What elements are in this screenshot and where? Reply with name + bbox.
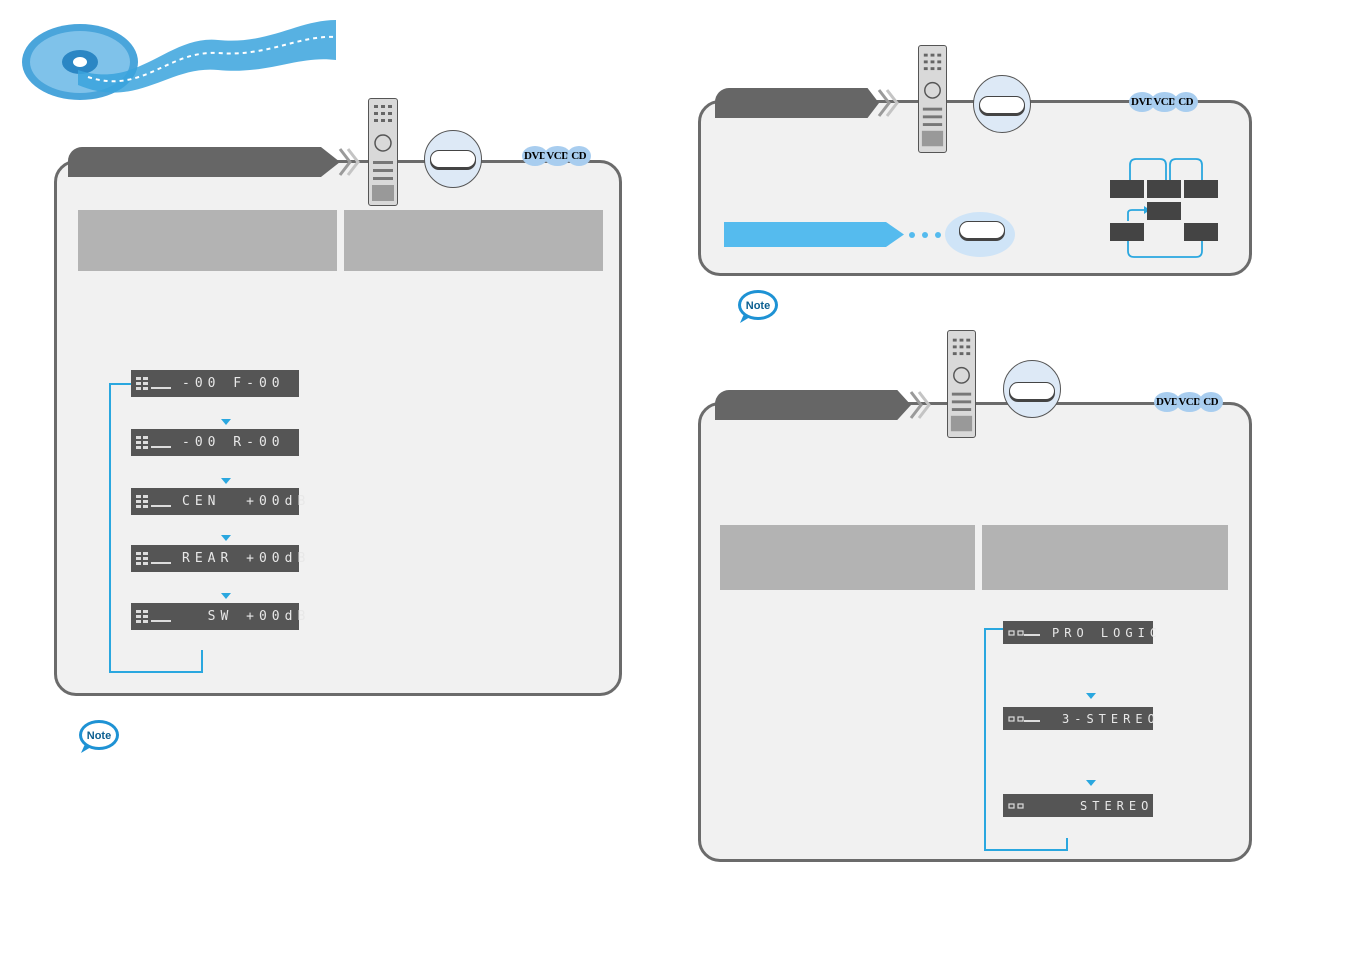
remote-control-icon — [947, 330, 976, 438]
loop-line — [109, 671, 203, 673]
loop-line — [1066, 838, 1068, 851]
lcd-text: REAR +00dB — [182, 551, 311, 566]
speaker-level-icon — [136, 494, 171, 508]
disc-type-badges: DVD VCD CD — [1129, 92, 1198, 112]
loop-line — [984, 628, 1003, 630]
badge-vcd: VCD — [1176, 392, 1203, 412]
note-icon: Note — [738, 290, 778, 323]
note-icon: Note — [79, 720, 119, 753]
lcd-display-rear: -00 R-00 — [131, 429, 299, 456]
arrow-down-icon — [1086, 780, 1096, 786]
mode-indicator-icon — [1008, 629, 1040, 636]
arrow-down-icon — [221, 478, 231, 484]
dotted-connector — [909, 232, 941, 238]
arrow-down-icon — [221, 593, 231, 599]
note-label: Note — [87, 730, 111, 742]
chevron-icon — [338, 148, 360, 176]
remote-button-icon — [430, 150, 476, 168]
chevron-icon — [909, 391, 931, 419]
remote-button-icon — [979, 96, 1025, 114]
info-box-left — [78, 210, 337, 271]
lcd-display-rear-level: REAR +00dB — [131, 545, 305, 572]
left-panel-tab — [68, 147, 340, 177]
speaker-front-left — [1110, 180, 1144, 198]
lcd-display-subwoofer: SW +00dB — [131, 603, 305, 630]
lcd-text: CEN +00dB — [182, 494, 311, 509]
chevron-icon — [877, 89, 899, 117]
lcd-display-3-stereo: 3-STEREO — [1003, 707, 1155, 730]
disc-type-badges: DVD VCD CD — [522, 146, 591, 166]
speaker-level-icon — [136, 609, 171, 623]
arrow-down-icon — [1086, 693, 1096, 699]
speaker-front-right — [1184, 180, 1218, 198]
remote-control-icon — [918, 45, 947, 153]
lcd-text: STEREO — [1080, 798, 1154, 813]
arrow-down-icon — [221, 419, 231, 425]
disc-header-graphic — [22, 20, 337, 100]
lcd-display-stereo: STEREO — [1003, 794, 1153, 817]
speaker-level-icon — [136, 551, 171, 565]
bottom-right-panel-tab — [715, 390, 911, 420]
speaker-rear-right — [1184, 223, 1218, 241]
remote-button-icon — [1009, 382, 1055, 400]
badge-dvd: DVD — [1154, 392, 1181, 412]
disc-type-badges: DVD VCD CD — [1154, 392, 1223, 412]
top-right-panel-tab — [715, 88, 879, 118]
mode-indicator-icon — [1008, 715, 1040, 722]
loop-line — [984, 628, 986, 851]
arrow-down-icon — [221, 535, 231, 541]
speaker-center — [1147, 180, 1181, 198]
lcd-display-center: CEN +00dB — [131, 488, 305, 515]
lcd-text: 3-STEREO — [1062, 711, 1160, 726]
badge-dvd: DVD — [522, 146, 549, 166]
loop-line — [109, 383, 131, 385]
badge-dvd: DVD — [1129, 92, 1156, 112]
lcd-display-front: -00 F-00 — [131, 370, 299, 397]
badge-vcd: VCD — [1151, 92, 1178, 112]
lcd-text: -00 F-00 — [182, 376, 285, 391]
loop-line — [109, 383, 111, 673]
badge-cd: CD — [566, 146, 591, 166]
badge-cd: CD — [1198, 392, 1223, 412]
remote-control-icon — [368, 98, 398, 206]
loop-line — [201, 650, 203, 673]
lcd-text: SW +00dB — [182, 609, 311, 624]
speaker-level-icon — [136, 376, 171, 390]
remote-button-icon — [959, 221, 1005, 239]
speaker-rear-left — [1110, 223, 1144, 241]
speaker-layout-diagram — [1127, 158, 1203, 258]
mode-indicator-icon — [1008, 802, 1024, 809]
note-label: Note — [746, 300, 770, 312]
badge-vcd: VCD — [544, 146, 571, 166]
badge-cd: CD — [1173, 92, 1198, 112]
lcd-text: PRO LOGIC — [1052, 625, 1163, 640]
speaker-subwoofer — [1147, 202, 1181, 220]
blue-arrow-banner — [724, 222, 904, 247]
lcd-display-pro-logic: PRO LOGIC — [1003, 621, 1157, 644]
info-box-right — [344, 210, 603, 271]
loop-line — [984, 849, 1068, 851]
speaker-level-icon — [136, 435, 171, 449]
info-box-left — [720, 525, 975, 590]
info-box-right — [982, 525, 1228, 590]
bottom-right-panel — [698, 402, 1252, 862]
lcd-text: -00 R-00 — [182, 435, 285, 450]
